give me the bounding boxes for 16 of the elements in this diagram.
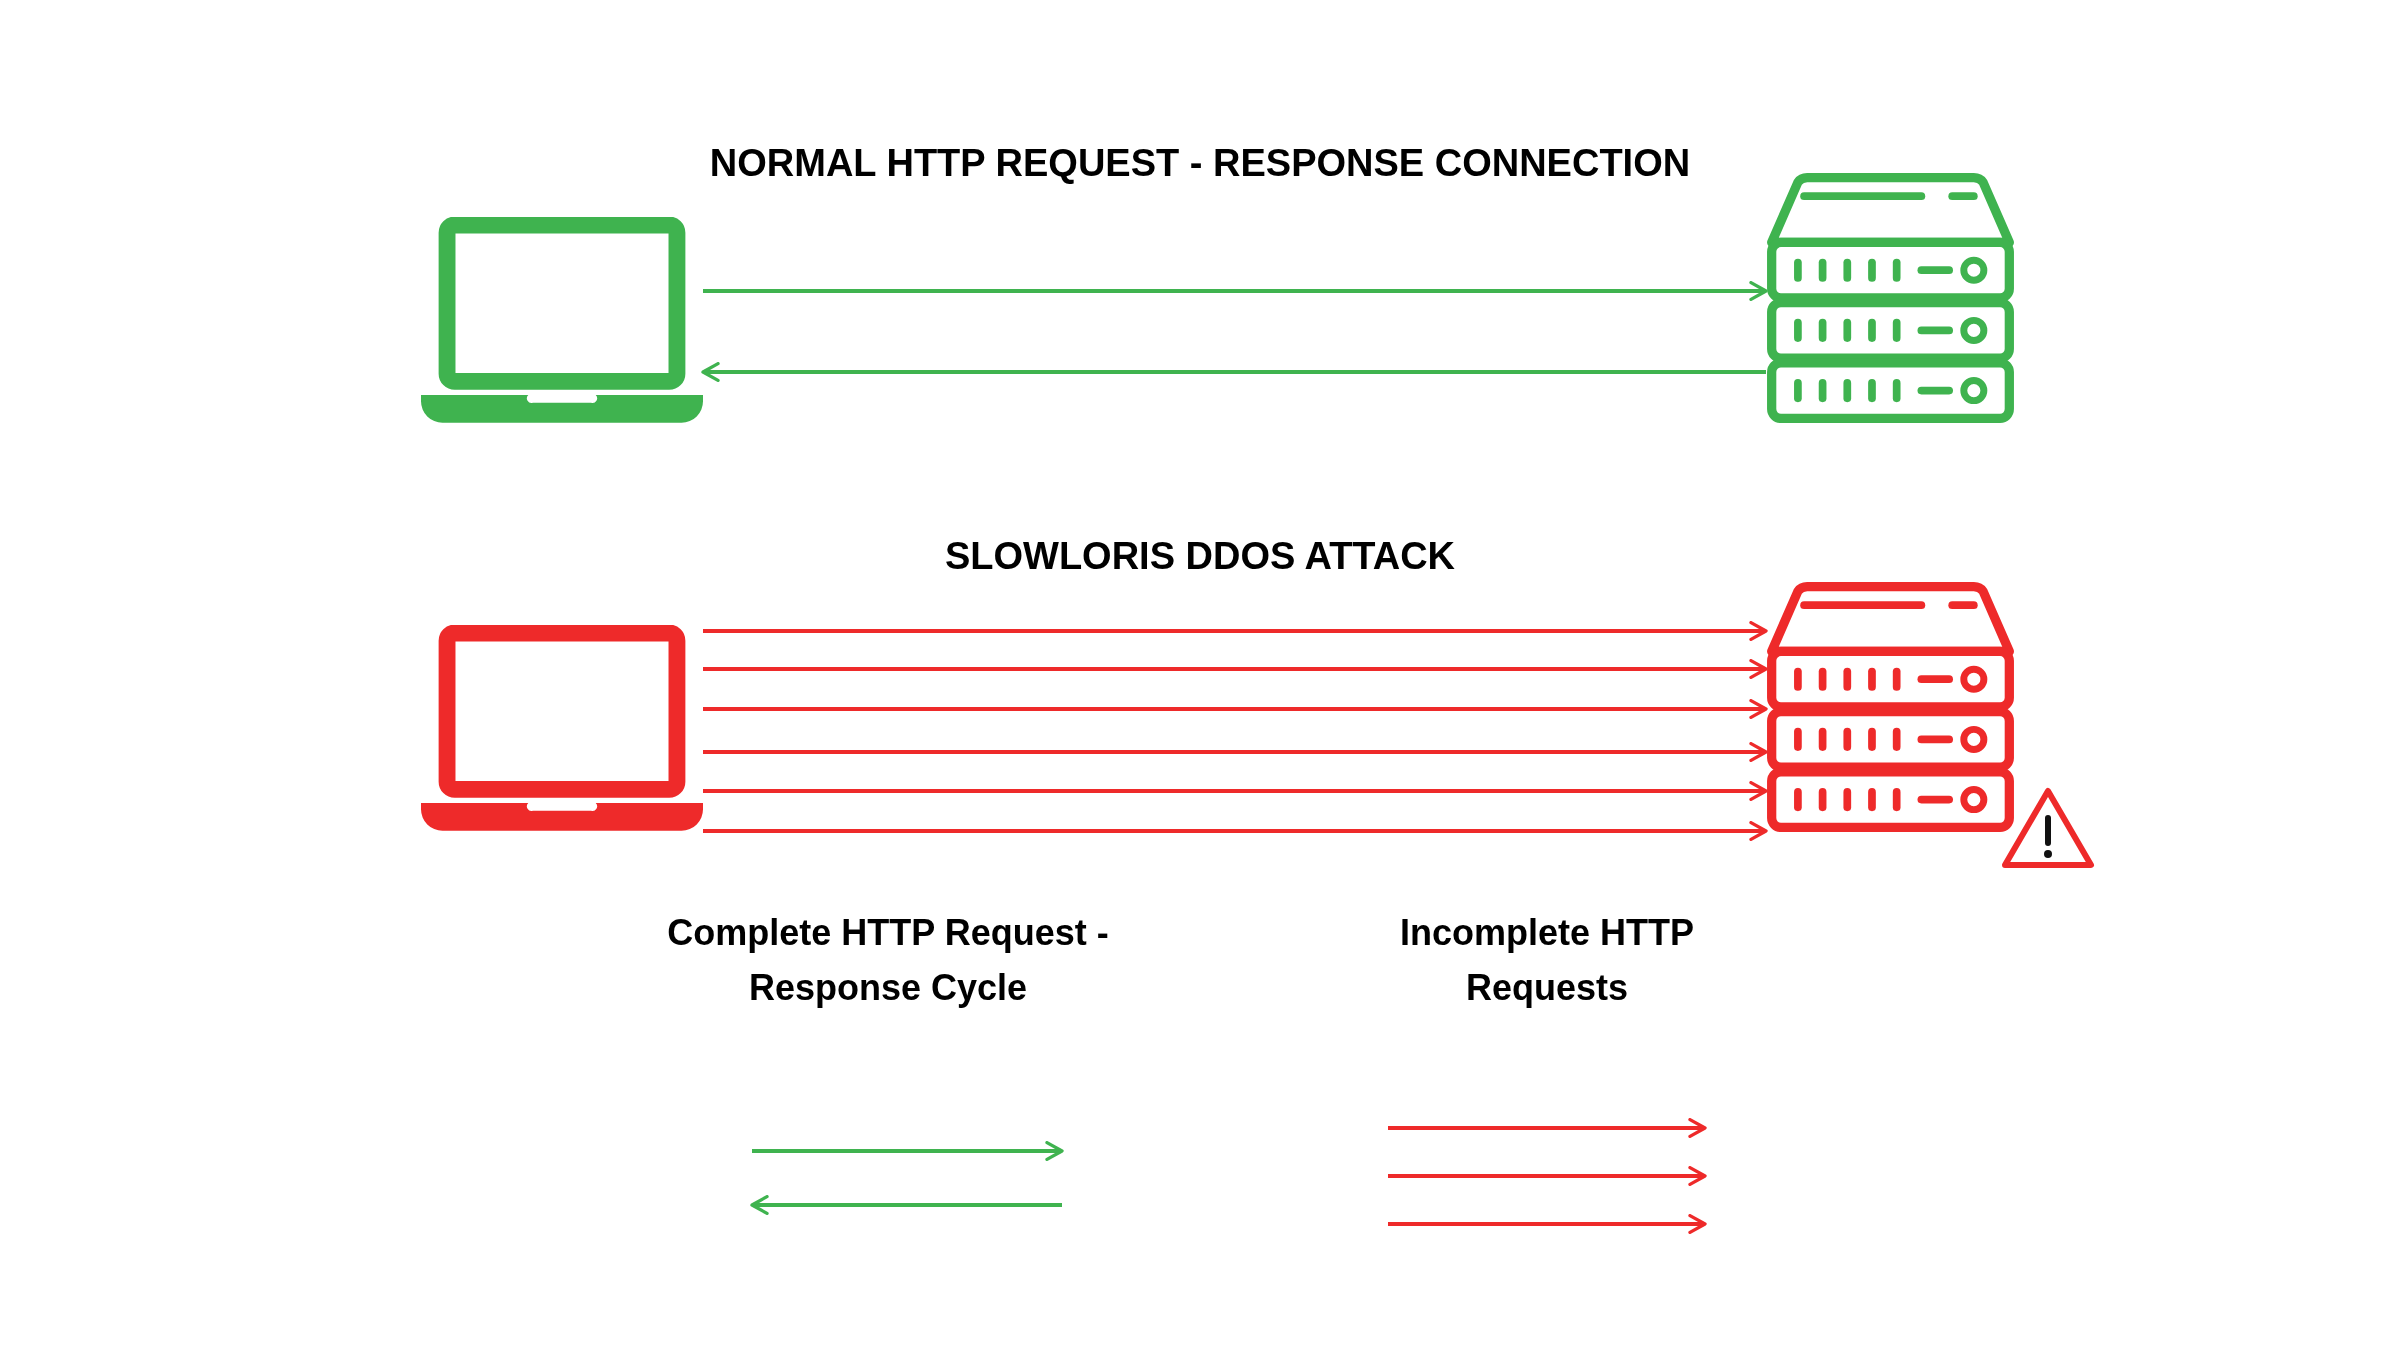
server-drawing	[1766, 173, 2015, 423]
arrow	[703, 621, 1768, 641]
section-heading: SLOWLORIS DDOS ATTACK	[944, 534, 1456, 579]
legend-text: Incomplete HTTP Requests	[1399, 911, 1695, 1010]
laptop-drawing	[421, 625, 703, 831]
arrow	[703, 659, 1768, 679]
legend-text: Complete HTTP Request - Response Cycle	[666, 911, 1110, 1010]
arrow	[703, 742, 1768, 762]
arrow	[703, 699, 1768, 719]
arrow	[703, 821, 1768, 841]
arrow	[701, 362, 1766, 382]
server-drawing	[1766, 582, 2015, 832]
arrow	[703, 781, 1768, 801]
arrow	[703, 281, 1768, 301]
section-heading: NORMAL HTTP REQUEST - RESPONSE CONNECTION	[709, 141, 1691, 186]
laptop-drawing	[421, 217, 703, 423]
